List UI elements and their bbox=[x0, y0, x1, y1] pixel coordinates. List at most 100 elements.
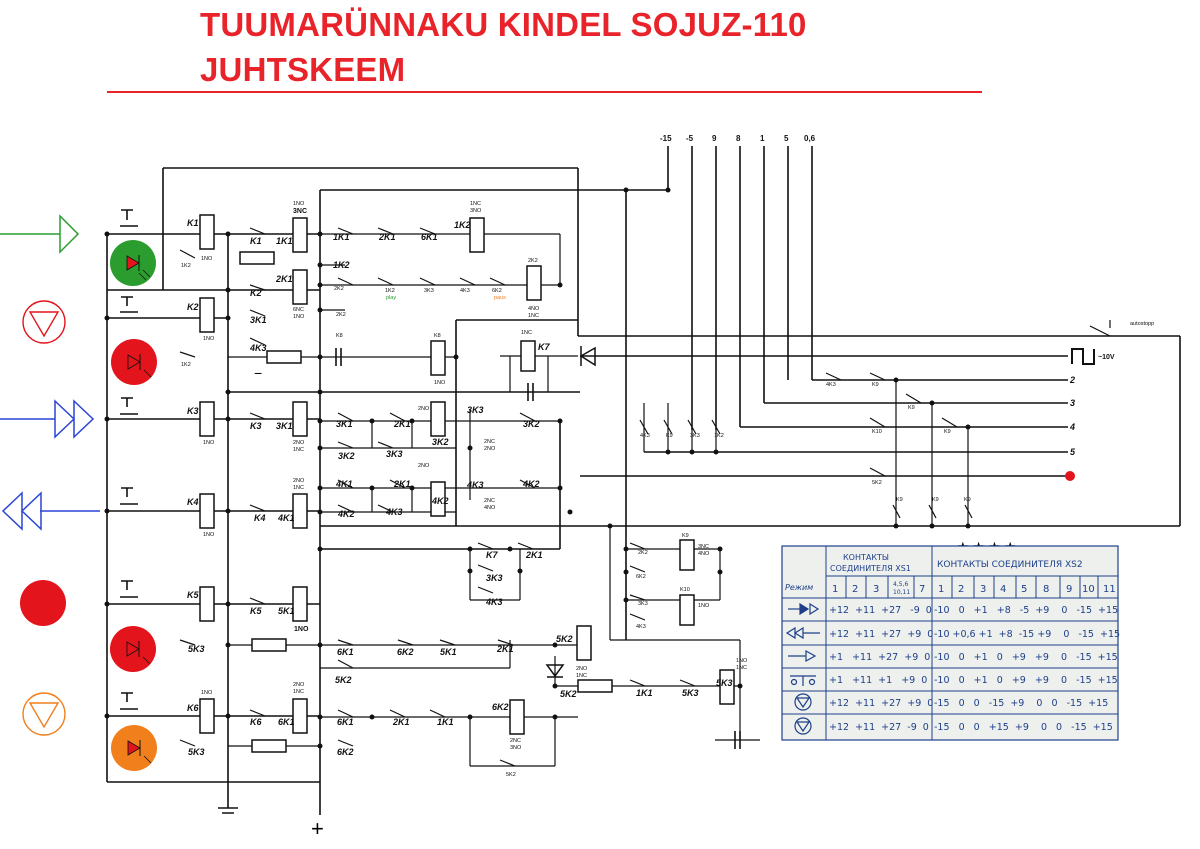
contact-label: 4K3 bbox=[636, 624, 646, 630]
contact-label: 2K1 bbox=[393, 479, 411, 489]
contact-label: 3K3 bbox=[386, 449, 403, 459]
contact-label: 2K1 bbox=[393, 419, 411, 429]
contact-label: 3K2 bbox=[338, 451, 355, 461]
contact-label: K9 bbox=[896, 497, 903, 503]
contact-label: 4K3 bbox=[385, 507, 403, 517]
relay-label: K5 bbox=[187, 590, 199, 600]
xs1-col: 10,11 bbox=[893, 589, 910, 596]
xs1-col: 7 bbox=[919, 584, 925, 595]
play-arrow-icon bbox=[0, 214, 80, 254]
contact-label: 3K1 bbox=[336, 419, 353, 429]
contact-label: 1NC bbox=[470, 201, 481, 207]
relay-coils bbox=[199, 214, 735, 735]
mode-header: Режим bbox=[785, 583, 813, 592]
diodes bbox=[545, 346, 596, 678]
xs1-col: 3 bbox=[873, 584, 879, 595]
contact-label: 2NC bbox=[510, 738, 521, 744]
contact-label: 2K2 bbox=[336, 312, 346, 318]
bus-label: 9 bbox=[712, 134, 717, 143]
contact-label: 5K3 bbox=[716, 678, 733, 688]
contact-label: 6K2 bbox=[492, 702, 509, 712]
wiring bbox=[106, 146, 1181, 815]
contact-label: 3K1 bbox=[276, 421, 293, 431]
contact-label: K7 bbox=[538, 342, 550, 352]
pulse-symbol bbox=[1071, 348, 1095, 365]
supply-bus-labels: -15 -5 9 8 1 5 0,6 bbox=[660, 134, 816, 143]
contact-label: 5K2 bbox=[506, 772, 516, 778]
contact-label: 2NC bbox=[484, 439, 495, 445]
contact-label: 6K1 bbox=[337, 647, 354, 657]
capacitors bbox=[335, 348, 741, 749]
contact-label: 2NO bbox=[418, 463, 430, 469]
xs2-col: 10 bbox=[1082, 584, 1095, 595]
contact-label: 1K1 bbox=[437, 717, 454, 727]
contact-label: K4 bbox=[254, 513, 266, 523]
bus-label: -15 bbox=[660, 134, 672, 143]
autostop-label: autostopp bbox=[1130, 321, 1154, 327]
xs2-col: 5 bbox=[1021, 584, 1027, 595]
contact-label: 1K1 bbox=[636, 688, 653, 698]
contact-label: 2NO bbox=[293, 478, 305, 484]
record-icon bbox=[790, 675, 816, 686]
line-label-2: 2 bbox=[1069, 375, 1075, 385]
contact-label: 1K2 bbox=[181, 362, 191, 368]
contact-label: 2K2 bbox=[334, 286, 344, 292]
bus-label: 8 bbox=[736, 134, 741, 143]
contact-label: 1NC bbox=[293, 689, 304, 695]
contact-label: 5K1 bbox=[278, 606, 295, 616]
fast-forward-icon bbox=[0, 399, 95, 439]
contact-label: 5K3 bbox=[188, 747, 205, 757]
contact-label: 4K2 bbox=[431, 496, 449, 506]
contact-label: 1NO bbox=[201, 256, 213, 262]
contact-label: 4K2 bbox=[522, 479, 540, 489]
contact-label: 2NO bbox=[484, 446, 496, 452]
contact-label: 1NC bbox=[293, 485, 304, 491]
contact-label: 2K1 bbox=[496, 644, 514, 654]
xs2-col: 9 bbox=[1066, 584, 1072, 595]
contact-label: 1NC bbox=[736, 665, 747, 671]
contact-label: K9 bbox=[932, 497, 939, 503]
xs2-header: КОНТАКТЫ СОЕДИНИТЕЛЯ XS2 bbox=[937, 560, 1083, 570]
contact-label: 3K2 bbox=[432, 437, 449, 447]
contact-label: 3NC bbox=[293, 208, 307, 215]
xs2-col: 2 bbox=[958, 584, 964, 595]
xs2-col: 1 bbox=[938, 584, 944, 595]
contact-label: 4K3 bbox=[466, 480, 484, 490]
led-pause-indicator bbox=[111, 725, 157, 771]
contact-label: 4K3 bbox=[249, 343, 267, 353]
contact-label: 1NO bbox=[434, 380, 446, 386]
contact-label: K9 bbox=[964, 497, 971, 503]
contact-label: 4K3 bbox=[826, 382, 836, 388]
contact-label: 4K1 bbox=[277, 513, 295, 523]
contact-label: 2K2 bbox=[638, 550, 648, 556]
contact-label: 4K3 bbox=[640, 433, 650, 439]
contact-label: K10 bbox=[872, 429, 882, 435]
title-underline bbox=[107, 91, 982, 93]
contact-label: 5K2 bbox=[560, 689, 577, 699]
contact-label: 1K2 bbox=[714, 433, 724, 439]
contact-label: K2 bbox=[250, 288, 262, 298]
contact-label: 3K3 bbox=[690, 433, 700, 439]
contact-label: K8 bbox=[336, 333, 343, 339]
contact-label: 5K2 bbox=[872, 480, 882, 486]
xs2-values: -15 0 0 +15 +9 0 0 -15 +15 bbox=[934, 722, 1113, 733]
contact-label: K6 bbox=[250, 717, 262, 727]
contact-label: 4NO bbox=[528, 306, 540, 312]
contact-label: 6K2 bbox=[397, 647, 414, 657]
record-dot-icon bbox=[20, 580, 66, 626]
contact-label: 4K2 bbox=[337, 509, 355, 519]
xs2-values: -10 0 +1 0 +9 +9 0 -15 +15 bbox=[934, 675, 1118, 686]
xs1-header: КОНТАКТЫ bbox=[843, 553, 889, 562]
xs2-values: -15 0 0 -15 +9 0 0 -15 +15 bbox=[934, 698, 1108, 709]
switch-contacts bbox=[179, 227, 1111, 767]
plus-terminal: + bbox=[311, 816, 324, 841]
pause-triangle-icon bbox=[22, 692, 66, 736]
stop-icon bbox=[794, 693, 812, 711]
contact-label: 5K3 bbox=[188, 644, 205, 654]
contact-label: 1NC bbox=[521, 330, 532, 336]
contact-label: 3K1 bbox=[250, 315, 267, 325]
contact-label: 2NO bbox=[293, 440, 305, 446]
xs1-col: 1 bbox=[832, 584, 838, 595]
bus-label: 1 bbox=[760, 134, 765, 143]
